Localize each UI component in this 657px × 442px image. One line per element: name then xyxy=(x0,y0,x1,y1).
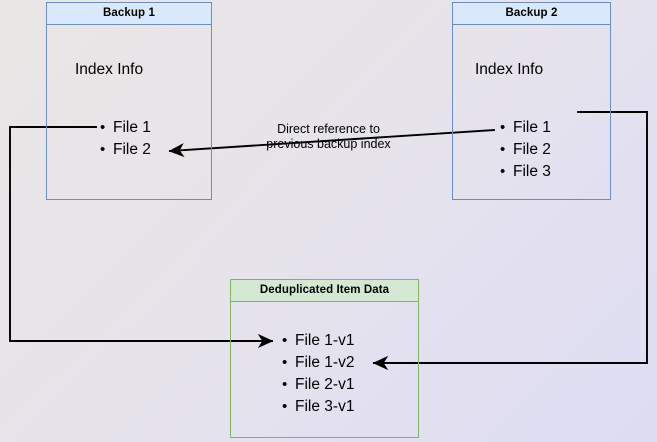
backup-2-index-info-label: Index Info xyxy=(475,61,544,78)
list-item: File 2-v1 xyxy=(282,374,355,396)
node-deduplicated-item-data[interactable]: Deduplicated Item Data File 1-v1 File 1-… xyxy=(230,279,419,438)
node-backup-1-body: Index Info File 1 File 2 xyxy=(46,25,212,200)
list-item: File 1-v1 xyxy=(282,330,355,352)
list-item: File 1-v2 xyxy=(282,352,355,374)
node-backup-1[interactable]: Backup 1 Index Info File 1 File 2 xyxy=(46,2,212,200)
list-item: File 1 xyxy=(100,117,151,139)
list-item: File 1 xyxy=(500,117,551,139)
backup-1-file-list: File 1 File 2 xyxy=(97,117,151,161)
node-dedup-body: File 1-v1 File 1-v2 File 2-v1 File 3-v1 xyxy=(230,302,419,438)
node-backup-2-header: Backup 2 xyxy=(452,2,611,25)
edge-label-direct-reference: Direct reference to previous backup inde… xyxy=(246,122,411,152)
list-item: File 3 xyxy=(500,161,551,183)
edge-label-line-1: Direct reference to xyxy=(277,122,380,136)
node-backup-2[interactable]: Backup 2 Index Info File 1 File 2 File 3 xyxy=(452,2,611,200)
backup-1-index-info-label: Index Info xyxy=(75,61,144,78)
backup-2-file-list: File 1 File 2 File 3 xyxy=(497,117,551,183)
dedup-file-list: File 1-v1 File 1-v2 File 2-v1 File 3-v1 xyxy=(279,330,355,418)
list-item: File 3-v1 xyxy=(282,396,355,418)
list-item: File 2 xyxy=(100,139,151,161)
list-item: File 2 xyxy=(500,139,551,161)
node-dedup-header: Deduplicated Item Data xyxy=(230,279,419,302)
node-backup-2-body: Index Info File 1 File 2 File 3 xyxy=(452,25,611,200)
edge-label-line-2: previous backup index xyxy=(266,137,391,151)
node-backup-1-header: Backup 1 xyxy=(46,2,212,25)
